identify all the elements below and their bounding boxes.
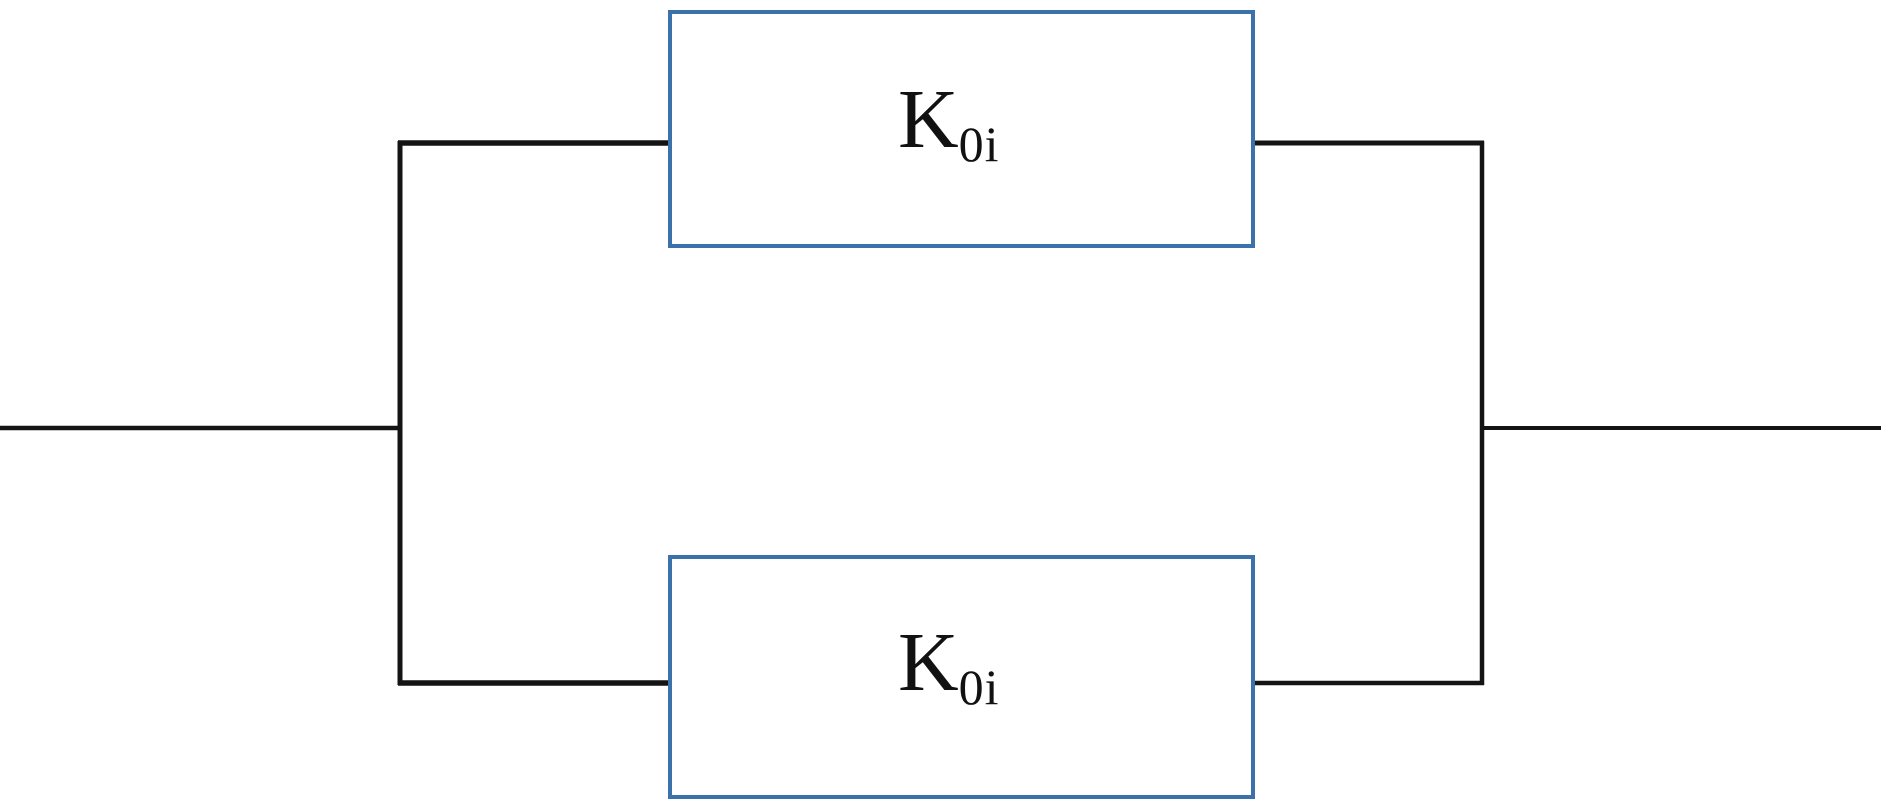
wire-group <box>0 140 1881 686</box>
top-gain-block[interactable] <box>668 10 1255 248</box>
bottom-gain-block[interactable] <box>668 555 1255 799</box>
bottom-gain-block-label: K0i <box>898 621 1000 713</box>
bottom-gain-label-base: K <box>898 616 959 709</box>
bottom-gain-label-subscript: 0i <box>958 659 1000 715</box>
top-gain-label-subscript: 0i <box>958 116 1000 172</box>
top-gain-label-base: K <box>898 73 959 166</box>
block-group <box>668 10 1255 799</box>
top-gain-block-label: K0i <box>898 78 1000 170</box>
